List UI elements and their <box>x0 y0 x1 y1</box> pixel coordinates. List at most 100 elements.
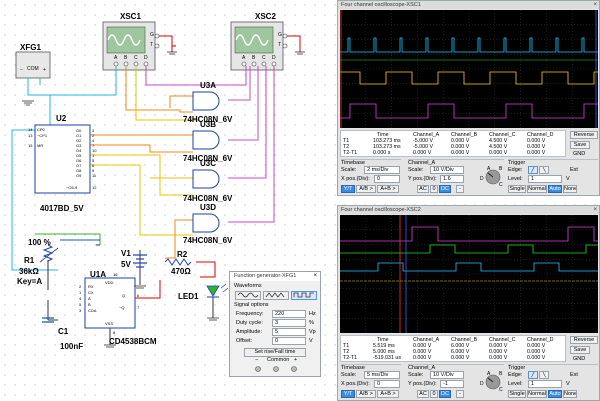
xsc1-zero-button[interactable]: 0 <box>430 185 438 193</box>
xsc1-falling-edge-button[interactable]: ╲ <box>539 166 549 174</box>
xsc2-tb-scale-label: Scale: <box>341 372 357 378</box>
u3a-gate[interactable] <box>192 91 220 111</box>
frequency-unit[interactable]: Hz <box>309 311 316 317</box>
duty-cycle-unit[interactable]: % <box>309 320 314 326</box>
led1-diode[interactable] <box>206 283 229 298</box>
xsc1-row2-d: 0.000 V <box>527 144 546 150</box>
xsc2-trigger-label: Trigger <box>508 364 598 372</box>
xsc1-dc-button[interactable]: DC <box>439 185 451 193</box>
u1a-pin-vss: VSS <box>105 321 114 326</box>
xsc2-ac-button[interactable]: AC <box>417 390 429 398</box>
waveform-sine-button[interactable] <box>235 291 261 300</box>
xsc1-level-unit[interactable]: V <box>566 176 570 182</box>
xsc2-reverse-button[interactable]: Reverse <box>570 336 598 344</box>
xsc1-tb-xpos-input[interactable]: 0 <box>374 175 400 183</box>
xsc1-ab-button[interactable]: A/B > <box>356 185 376 193</box>
xsc1-reverse-button[interactable]: Reverse <box>570 131 598 139</box>
u1a-chip[interactable] <box>84 277 136 329</box>
xsc1-tb-scale-input[interactable]: 2 ms/Div <box>364 166 400 174</box>
xsc2-apb-button[interactable]: A+B > <box>377 390 399 398</box>
xsc1-auto-button[interactable]: Auto <box>548 185 562 193</box>
xsc2-ch-ypos-input[interactable]: -1 <box>440 380 464 388</box>
xsc2-row2-label: T2 <box>343 349 350 355</box>
funcgen-close-button[interactable]: × <box>313 273 317 279</box>
xfg1-label: XFG1 <box>20 43 41 52</box>
xsc1-ac-button[interactable]: AC <box>417 185 429 193</box>
u1a-pin-vdd: VDD <box>105 280 114 285</box>
xfg1-instrument[interactable] <box>15 51 51 79</box>
xsc2-row1-a: 0.000 V <box>413 343 432 349</box>
xsc1-screen[interactable] <box>340 10 598 128</box>
xsc2-single-button[interactable]: Single <box>508 390 526 398</box>
xsc2-auto-button[interactable]: Auto <box>548 390 562 398</box>
xsc1-minus-button[interactable]: - <box>456 185 464 193</box>
xsc2-row3-time: -519.031 us <box>373 355 401 361</box>
u2-chip[interactable] <box>34 124 91 194</box>
xsc1-level-input[interactable]: 1 <box>528 175 562 183</box>
u3d-ref: U3D <box>200 203 217 212</box>
amplitude-unit[interactable]: Vp <box>309 329 316 335</box>
xsc1-save-button[interactable]: Save <box>570 141 590 149</box>
function-generator-window[interactable]: Function generator-XFG1 × Waveforms Sign… <box>229 271 321 377</box>
xsc2-none-button[interactable]: None <box>563 390 577 398</box>
xsc1-apb-button[interactable]: A+B > <box>377 185 399 193</box>
xsc2-ch-scale-input[interactable]: 10 V/Div <box>430 371 464 379</box>
frequency-input[interactable]: 220 <box>272 310 306 318</box>
xsc1-row1-c: 4.500 V <box>489 138 508 144</box>
xsc1-close-button[interactable]: × <box>593 2 597 8</box>
c1-value: 100nF <box>60 342 84 351</box>
duty-cycle-input[interactable]: 3 <box>272 319 306 327</box>
oscilloscope-xsc1-window[interactable]: Four channel oscilloscope-XSC1 × Time Ch… <box>337 0 600 196</box>
xsc1-channel-knob[interactable] <box>481 164 505 190</box>
xsc2-normal-button[interactable]: Normal <box>527 390 547 398</box>
xfg1-com-label: COM <box>27 66 39 72</box>
xsc2-save-button[interactable]: Save <box>570 346 590 354</box>
xsc1-rising-edge-button[interactable]: ╱ <box>528 166 538 174</box>
xsc1-ch-ypos-input[interactable]: 1.6 <box>440 175 464 183</box>
u3d-name: 74HC08N_6V <box>183 236 233 245</box>
xsc2-yt-button[interactable]: Y/T <box>341 390 355 398</box>
xsc2-row1-d: 0.000 V <box>527 343 546 349</box>
xsc2-minus-button[interactable]: - <box>456 390 464 398</box>
u2-pinname-o59: ~O5-9 <box>66 185 78 190</box>
r2-resistor[interactable] <box>164 258 192 266</box>
u2-pinname-cp1: ~CP1 <box>37 133 48 138</box>
xsc2-rising-edge-button[interactable]: ╱ <box>528 371 538 379</box>
waveform-square-button[interactable] <box>291 291 317 300</box>
xsc1-none-button[interactable]: None <box>563 185 577 193</box>
xsc2-close-button[interactable]: × <box>593 207 597 213</box>
u3b-gate[interactable] <box>192 130 220 150</box>
xsc2-channel-knob[interactable] <box>481 369 505 395</box>
xsc1-single-button[interactable]: Single <box>508 185 526 193</box>
u3c-gate[interactable] <box>192 169 220 189</box>
amplitude-input[interactable]: 5 <box>272 328 306 336</box>
xsc1-t-label: T <box>150 42 154 48</box>
xsc1-ch-scale-input[interactable]: 10 V/Div <box>430 166 464 174</box>
set-rise-fall-button[interactable]: Set rise/Fall time <box>244 348 306 357</box>
xsc2-dc-button[interactable]: DC <box>439 390 451 398</box>
xsc2-zero-button[interactable]: 0 <box>430 390 438 398</box>
oscilloscope-xsc2-window[interactable]: Four channel oscilloscope-XSC2 × Time Ch… <box>337 205 600 401</box>
xsc2-tb-scale-input[interactable]: 5 ms/Div <box>364 371 400 379</box>
c1-capacitor[interactable] <box>42 317 54 323</box>
xsc2-hdr-d: Channel_D <box>527 337 554 343</box>
u3d-gate[interactable] <box>192 213 220 233</box>
xsc1-yt-button[interactable]: Y/T <box>341 185 355 193</box>
xsc2-ab-button[interactable]: A/B > <box>356 390 376 398</box>
xsc2-tb-xpos-input[interactable]: 0 <box>374 380 400 388</box>
xsc2-chan-b: B <box>252 55 256 61</box>
xsc2-row1-label: T1 <box>343 343 350 349</box>
xsc2-falling-edge-button[interactable]: ╲ <box>539 371 549 379</box>
funcgen-title: Function generator-XFG1 <box>230 272 320 281</box>
offset-input[interactable]: 0 <box>272 337 306 345</box>
offset-unit[interactable]: V <box>309 338 313 344</box>
v1-ref: V1 <box>121 249 131 258</box>
xsc2-level-input[interactable]: 1 <box>528 380 562 388</box>
xsc1-normal-button[interactable]: Normal <box>527 185 547 193</box>
r1-resistor[interactable] <box>42 244 54 262</box>
waveform-triangle-button[interactable] <box>263 291 289 300</box>
xsc2-level-unit[interactable]: V <box>566 381 570 387</box>
funcgen-terminals <box>255 366 297 372</box>
xsc2-screen[interactable] <box>340 215 598 333</box>
v1-source[interactable] <box>133 254 147 268</box>
